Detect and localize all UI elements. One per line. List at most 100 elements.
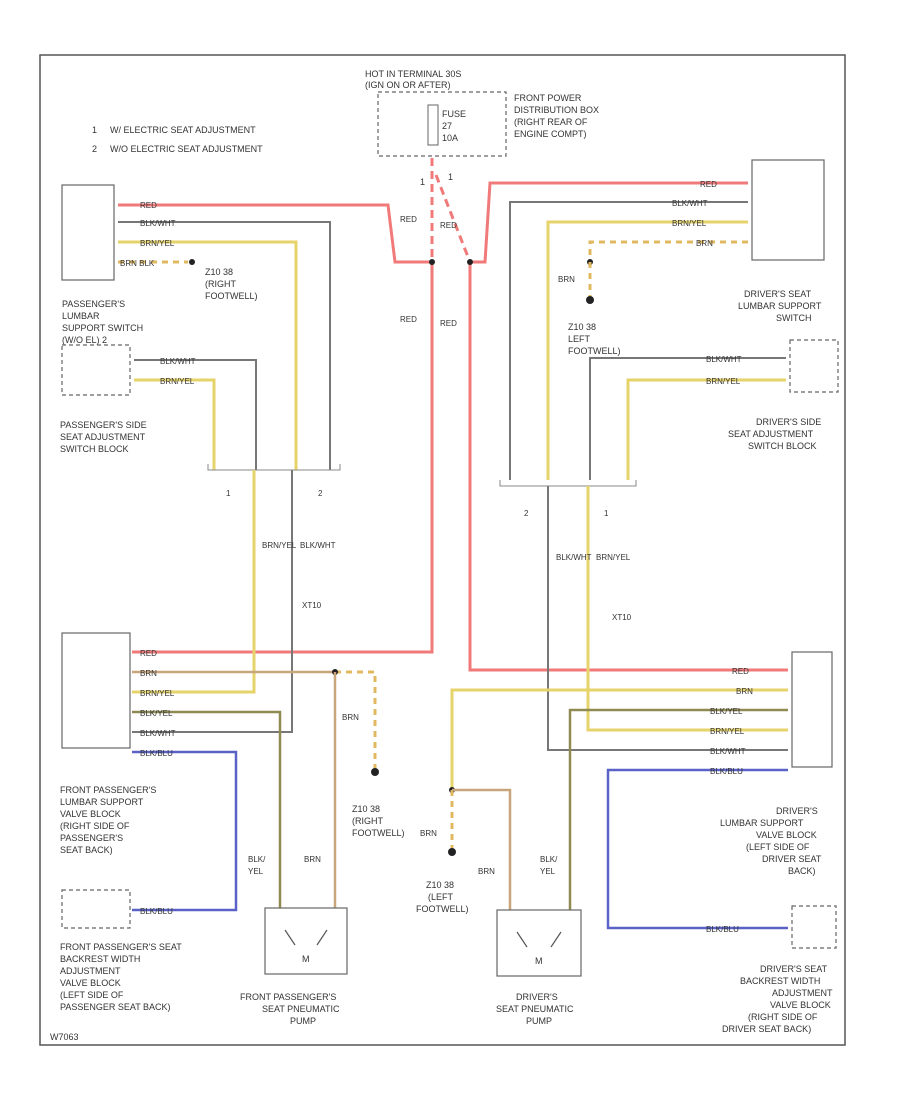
- pass-side-label-2: SEAT ADJUSTMENT: [60, 432, 146, 442]
- label-drv-blk: BLK/: [540, 855, 558, 864]
- driver-option-bracket: [499, 480, 637, 487]
- wire-red-driver-lumbar: [470, 181, 748, 264]
- driver-backrest-label-2: BACKREST WIDTH: [740, 976, 820, 986]
- label-drv-brnyel: BRN/YEL: [672, 219, 707, 228]
- label-red-7: RED: [700, 180, 717, 189]
- diagram-code: W7063: [50, 1032, 79, 1042]
- wire-driver-lumbar-blkwht: [509, 201, 748, 480]
- pass-side-switch: [61, 344, 131, 396]
- legend-text-1: W/ ELECTRIC SEAT ADJUSTMENT: [110, 125, 256, 135]
- wire-driver-pump-blkyel: [568, 708, 788, 912]
- wire-pass-down-blkwht: [132, 470, 293, 733]
- label-drv-valve-brn: BRN: [736, 687, 753, 696]
- wire-driver-side-brnyel: [626, 378, 786, 480]
- driver-pump-motor: M: [535, 956, 543, 966]
- label-pass-brn-2: BRN: [342, 713, 359, 722]
- pass-side-label-1: PASSENGER'S SIDE: [60, 420, 147, 430]
- label-red-3: RED: [400, 315, 417, 324]
- label-red-1: RED: [400, 215, 417, 224]
- fuse-box: [377, 91, 507, 157]
- pass-option-bracket: [207, 464, 341, 471]
- fuse-header-1: HOT IN TERMINAL 30S: [365, 69, 461, 79]
- fuse-loc-3: (RIGHT REAR OF: [514, 117, 588, 127]
- driver-valve-label-3: VALVE BLOCK: [756, 830, 817, 840]
- label-drv-valve-brnyel: BRN/YEL: [710, 727, 745, 736]
- ground-driver-bottom-1: Z10 38: [426, 880, 454, 890]
- pass-valve-label-4: (RIGHT SIDE OF: [60, 821, 130, 831]
- label-pass-blkwht: BLK/WHT: [140, 219, 176, 228]
- ground-pass-top-2: (RIGHT: [205, 279, 236, 289]
- ground-pass-top-1: Z10 38: [205, 267, 233, 277]
- ground-pass-bottom-3: FOOTWELL): [352, 828, 405, 838]
- wire-driver-lumbar-brn: [588, 240, 748, 262]
- label-drv-yel: YEL: [540, 867, 556, 876]
- wire-red-pass-lumbar: [118, 203, 432, 264]
- label-pass-blk: BLK/: [248, 855, 266, 864]
- label-red-5: RED: [140, 201, 157, 210]
- label-drv-brn-3: BRN: [420, 829, 437, 838]
- driver-lumbar-label-3: SWITCH: [776, 313, 812, 323]
- label-drv-valve-blkblu: BLK/BLU: [710, 767, 743, 776]
- wire-driver-down-brnyel: [586, 486, 788, 732]
- wire-pass-side-blkwht: [134, 359, 257, 470]
- label-pass-valve-brnyel: BRN/YEL: [140, 689, 175, 698]
- wire-pass-brn-ground: [335, 670, 377, 770]
- label-red-8: RED: [732, 667, 749, 676]
- pass-opt-1: 1: [226, 489, 231, 498]
- driver-valve-block: [791, 651, 833, 768]
- drv-opt-1: 1: [604, 509, 609, 518]
- fuse-opt-left: 1: [420, 177, 425, 187]
- wire-driver-side-blkwht: [589, 357, 786, 480]
- label-drv-brn: BRN: [696, 239, 713, 248]
- pass-backrest-label-2: BACKREST WIDTH: [60, 954, 140, 964]
- ground-driver-bottom-2: (LEFT: [428, 892, 454, 902]
- pass-pump: [264, 907, 348, 975]
- label-pass-down-blkwht: BLK/WHT: [300, 541, 336, 550]
- splice-red-left: [429, 259, 435, 265]
- pass-backrest-label-6: PASSENGER SEAT BACK): [60, 1002, 171, 1012]
- ground-driver-top-1: Z10 38: [568, 322, 596, 332]
- wire-red-pass-valve: [132, 262, 434, 654]
- wire-driver-valve-brn: [450, 688, 788, 790]
- label-pass-pump-brn: BRN: [304, 855, 321, 864]
- driver-backrest-label-6: DRIVER SEAT BACK): [722, 1024, 811, 1034]
- label-pass-valve-blkblu: BLK/BLU: [140, 749, 173, 758]
- wire-driver-pump-brn: [452, 788, 512, 912]
- pass-valve-label-5: PASSENGER'S: [60, 833, 123, 843]
- driver-valve-label-6: BACK): [788, 866, 816, 876]
- label-pass-conn: XT10: [302, 601, 322, 610]
- pass-backrest-label-1: FRONT PASSENGER'S SEAT: [60, 942, 182, 952]
- legend-text-2: W/O ELECTRIC SEAT ADJUSTMENT: [110, 144, 263, 154]
- ground-driver-bottom-3: FOOTWELL): [416, 904, 469, 914]
- label-drv-down-blkwht: BLK/WHT: [556, 553, 592, 562]
- drv-opt-2: 2: [524, 509, 529, 518]
- driver-side-label-3: SWITCH BLOCK: [748, 441, 817, 451]
- driver-pump: [496, 909, 582, 977]
- fuse-header-2: (IGN ON OR AFTER): [365, 80, 451, 90]
- label-drv-pump-brn: BRN: [478, 867, 495, 876]
- fuse-symbol: [427, 104, 439, 146]
- pass-backrest-label-4: VALVE BLOCK: [60, 978, 121, 988]
- driver-pump-label-3: PUMP: [526, 1016, 552, 1026]
- label-pass-valve-blkwht: BLK/WHT: [140, 729, 176, 738]
- driver-side-label-2: SEAT ADJUSTMENT: [728, 429, 814, 439]
- driver-backrest-label-1: DRIVER'S SEAT: [760, 964, 828, 974]
- wire-driver-down-blkwht: [547, 486, 788, 751]
- pass-valve-label-6: SEAT BACK): [60, 845, 113, 855]
- wire-driver-blkblu: [606, 768, 788, 930]
- driver-lumbar-label-2: LUMBAR SUPPORT: [738, 301, 822, 311]
- ground-driver-bottom: [448, 848, 456, 856]
- label-drv-backrest-blkblu: BLK/BLU: [706, 925, 739, 934]
- label-drv-valve-blkwht: BLK/WHT: [710, 747, 746, 756]
- diagram-frame: [39, 54, 846, 1046]
- label-drv-side-blkwht: BLK/WHT: [706, 355, 742, 364]
- pass-pump-motor: M: [302, 954, 310, 964]
- label-red-6: RED: [140, 649, 157, 658]
- label-pass-valve-brn: BRN: [140, 669, 157, 678]
- label-drv-side-brnyel: BRN/YEL: [706, 377, 741, 386]
- driver-valve-label-5: DRIVER SEAT: [762, 854, 822, 864]
- driver-valve-label-1: DRIVER'S: [776, 806, 818, 816]
- fuse-feed-right: [434, 174, 472, 263]
- pass-opt-2: 2: [318, 489, 323, 498]
- driver-lumbar-label-1: DRIVER'S SEAT: [744, 289, 812, 299]
